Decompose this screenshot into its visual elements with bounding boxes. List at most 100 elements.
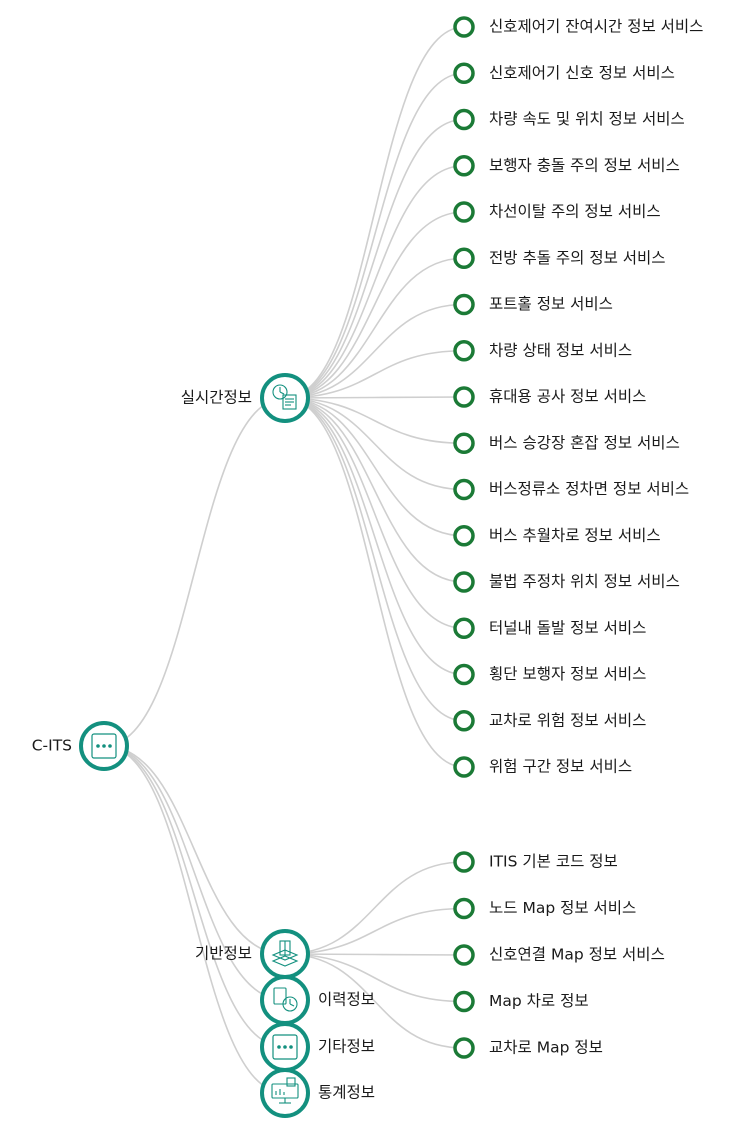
- edge-root-to-hub: [103, 745, 286, 1001]
- service-leaf[interactable]: 보행자 충돌 주의 정보 서비스: [453, 155, 680, 177]
- service-label: 교차로 위험 정보 서비스: [489, 711, 646, 729]
- realtime-node[interactable]: 실시간정보: [181, 373, 310, 423]
- statistics-monitor-icon: [271, 1077, 299, 1104]
- edge-hub-to-leaf: [284, 861, 465, 955]
- service-leaf[interactable]: 위험 구간 정보 서비스: [453, 756, 632, 778]
- service-label: 차량 상태 정보 서비스: [489, 341, 632, 359]
- edge-hub-to-leaf: [284, 907, 465, 955]
- more-dots-icon: [91, 733, 117, 759]
- service-leaf[interactable]: 횡단 보행자 정보 서비스: [453, 663, 646, 686]
- stats-label: 통계정보: [318, 1084, 375, 1102]
- service-leaf[interactable]: 차량 상태 정보 서비스: [453, 340, 632, 362]
- service-leaf[interactable]: ITIS 기본 코드 정보: [453, 851, 618, 873]
- service-label: 버스정류소 정차면 정보 서비스: [489, 480, 689, 498]
- edge-hub-to-leaf: [284, 397, 465, 676]
- leaf-node-circle[interactable]: [453, 525, 475, 547]
- realtime-label: 실시간정보: [181, 389, 252, 407]
- service-label: 노드 Map 정보 서비스: [489, 899, 636, 917]
- service-leaf[interactable]: 휴대용 공사 정보 서비스: [453, 386, 646, 408]
- service-leaf[interactable]: 버스정류소 정차면 정보 서비스: [453, 478, 689, 501]
- leaf-node-circle[interactable]: [453, 432, 475, 454]
- leaf-node-circle[interactable]: [453, 990, 475, 1013]
- history-node-circle[interactable]: [260, 975, 310, 1025]
- service-leaf[interactable]: 불법 주정차 위치 정보 서비스: [453, 571, 680, 593]
- history-label: 이력정보: [318, 991, 375, 1009]
- leaf-node-circle[interactable]: [453, 108, 475, 131]
- leaf-node-circle[interactable]: [453, 571, 475, 593]
- edge-hub-to-leaf: [284, 303, 465, 399]
- leaf-node-circle[interactable]: [453, 16, 475, 38]
- edge-hub-to-leaf: [284, 397, 465, 630]
- service-label: 위험 구간 정보 서비스: [489, 758, 632, 776]
- service-label: 터널내 돌발 정보 서비스: [489, 619, 646, 637]
- realtime-node-circle[interactable]: [260, 373, 310, 423]
- service-label: ITIS 기본 코드 정보: [489, 853, 618, 871]
- leaf-node-circle[interactable]: [453, 155, 475, 177]
- leaf-node-circle[interactable]: [453, 478, 475, 501]
- service-leaf[interactable]: 터널내 돌발 정보 서비스: [453, 617, 646, 639]
- leaf-node-circle[interactable]: [453, 851, 475, 873]
- service-label: 버스 추월차로 정보 서비스: [489, 526, 661, 544]
- edge-hub-to-leaf: [284, 349, 465, 399]
- base-node[interactable]: 기반정보: [195, 929, 310, 979]
- leaf-node-circle[interactable]: [453, 386, 475, 408]
- service-leaf[interactable]: 신호연결 Map 정보 서비스: [453, 944, 665, 966]
- leaf-node-circle[interactable]: [453, 617, 475, 639]
- service-label: 차량 속도 및 위치 정보 서비스: [489, 110, 685, 128]
- service-leaf[interactable]: 신호제어기 신호 정보 서비스: [453, 62, 675, 84]
- history-clock-icon: [273, 987, 298, 1012]
- edge-hub-to-leaf: [284, 397, 465, 491]
- edge-root-to-hub: [103, 745, 286, 1094]
- leaf-node-circle[interactable]: [453, 340, 475, 362]
- leaf-node-circle[interactable]: [453, 1037, 475, 1059]
- service-leaf[interactable]: 노드 Map 정보 서비스: [453, 897, 636, 920]
- edge-hub-to-leaf: [284, 397, 465, 537]
- service-label: 신호제어기 잔여시간 정보 서비스: [489, 18, 703, 36]
- service-label: 버스 승강장 혼잡 정보 서비스: [489, 434, 680, 452]
- edge-hub-to-leaf: [284, 397, 465, 583]
- service-leaf[interactable]: 전방 추돌 주의 정보 서비스: [453, 247, 666, 269]
- service-leaf[interactable]: 교차로 Map 정보: [453, 1037, 603, 1059]
- service-leaf[interactable]: 차선이탈 주의 정보 서비스: [453, 201, 661, 223]
- service-label: 신호제어기 신호 정보 서비스: [489, 64, 675, 82]
- leaf-node-circle[interactable]: [453, 247, 475, 269]
- edge-hub-to-leaf: [284, 397, 465, 722]
- service-leaf[interactable]: Map 차로 정보: [453, 990, 589, 1013]
- map-layers-icon: [271, 940, 299, 967]
- service-leaf[interactable]: 신호제어기 잔여시간 정보 서비스: [453, 16, 703, 38]
- service-leaf[interactable]: 포트홀 정보 서비스: [453, 293, 613, 316]
- root-node[interactable]: C-ITS: [32, 721, 129, 771]
- leaf-node-circle[interactable]: [453, 62, 475, 84]
- edge-hub-to-leaf: [284, 72, 465, 399]
- etc-label: 기타정보: [318, 1038, 375, 1056]
- leaf-node-circle[interactable]: [453, 710, 475, 732]
- service-leaf[interactable]: 차량 속도 및 위치 정보 서비스: [453, 108, 685, 131]
- leaf-node-circle[interactable]: [453, 663, 475, 686]
- edge-root-to-hub: [103, 745, 286, 1048]
- leaf-node-circle[interactable]: [453, 897, 475, 920]
- leaf-node-circle[interactable]: [453, 293, 475, 316]
- leaf-node-circle[interactable]: [453, 944, 475, 966]
- edge-hub-to-leaf: [284, 396, 465, 399]
- service-label: 휴대용 공사 정보 서비스: [489, 388, 646, 406]
- leaf-node-circle[interactable]: [453, 201, 475, 223]
- service-label: 포트홀 정보 서비스: [489, 295, 613, 313]
- service-label: 차선이탈 주의 정보 서비스: [489, 203, 661, 221]
- service-label: 보행자 충돌 주의 정보 서비스: [489, 156, 680, 174]
- stats-node-circle[interactable]: [260, 1068, 310, 1118]
- service-leaf[interactable]: 버스 승강장 혼잡 정보 서비스: [453, 432, 680, 454]
- history-node[interactable]: 이력정보: [260, 975, 375, 1025]
- stats-node[interactable]: 통계정보: [260, 1068, 375, 1118]
- edge-hub-to-leaf: [284, 397, 465, 445]
- leaf-node-circle[interactable]: [453, 756, 475, 778]
- edge-hub-to-leaf: [284, 257, 465, 399]
- service-label: 횡단 보행자 정보 서비스: [489, 665, 646, 683]
- root-label: C-ITS: [32, 737, 72, 755]
- edge-hub-to-leaf: [284, 211, 465, 399]
- service-leaf[interactable]: 버스 추월차로 정보 서비스: [453, 525, 661, 547]
- service-leaf[interactable]: 교차로 위험 정보 서비스: [453, 710, 646, 732]
- etc-node[interactable]: 기타정보: [260, 1022, 375, 1072]
